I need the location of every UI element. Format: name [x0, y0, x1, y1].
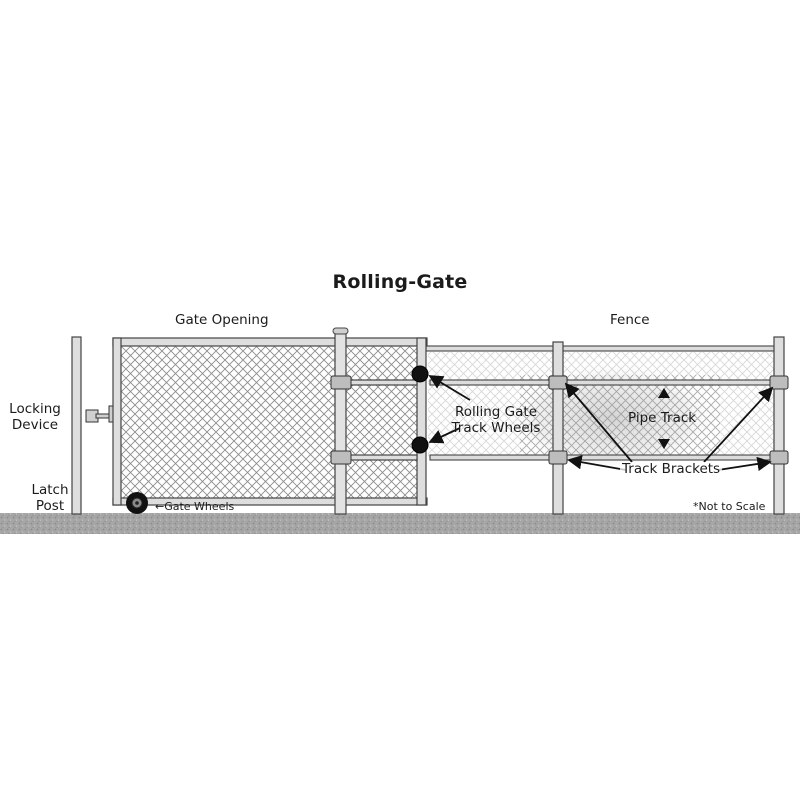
latch-post	[71, 336, 82, 515]
locking-device	[85, 405, 116, 423]
pipe-track-arrow-down	[658, 439, 670, 449]
gate-top-rail	[112, 337, 428, 347]
pipe-track-label: Pipe Track	[628, 410, 697, 426]
track-brackets	[548, 375, 789, 465]
gate-center-post	[334, 329, 347, 515]
latch-post-label: Latch Post	[24, 482, 76, 514]
post-bracket	[330, 450, 352, 465]
gate-mesh-main	[121, 346, 337, 498]
bracket-arrow-post2-lower	[717, 456, 772, 472]
locking-device-label: Locking Device	[8, 401, 62, 433]
fence-label: Fence	[610, 312, 650, 328]
track-wheels-label-line1: Rolling Gate	[454, 404, 538, 420]
track-bracket	[548, 450, 568, 465]
locking-device-bar	[95, 413, 111, 419]
track-wheel-lower	[411, 436, 429, 454]
latch-post-label-line2: Post	[35, 497, 65, 514]
ground	[0, 513, 800, 534]
post-brackets	[330, 375, 352, 465]
track-bracket	[769, 450, 789, 465]
locking-device-label-line2: Device	[11, 416, 59, 433]
locking-device-label-line1: Locking	[9, 401, 61, 417]
rolling-gate-track-wheels	[411, 365, 429, 454]
fence-posts	[552, 336, 785, 515]
pipe-track-upper	[429, 379, 781, 386]
bracket-arrow-post2-upper	[703, 386, 774, 463]
pipe-track-arrow-up	[658, 388, 670, 398]
diagram-title: Rolling-Gate	[332, 271, 468, 293]
track-wheel-arrow-upper	[428, 375, 471, 401]
gate-wheel-axle	[135, 501, 139, 505]
gate-wheels-label: ←Gate Wheels	[155, 500, 235, 513]
track-wheels-label: Rolling Gate Track Wheels	[444, 404, 548, 436]
callout-arrows	[428, 375, 774, 472]
bracket-arrow-post1-upper	[564, 382, 633, 463]
gate-left-stile	[112, 337, 122, 506]
bracket-arrow-post1-lower	[567, 455, 627, 471]
fence-post-1	[552, 341, 564, 515]
pipe-track-lower	[429, 454, 781, 461]
track-wheel-arrow-lower	[428, 427, 461, 444]
gate-mesh-right	[344, 346, 417, 498]
gate-wheel	[126, 492, 148, 514]
not-to-scale-note: *Not to Scale	[693, 500, 766, 513]
gate-opening-label: Gate Opening	[175, 312, 269, 328]
fence-top-rail	[425, 345, 781, 352]
latch-post-label-line1: Latch	[31, 482, 69, 498]
track-bracket	[769, 375, 789, 390]
post-bracket	[330, 375, 352, 390]
gate-center-post-cap	[332, 327, 349, 335]
gate-right-stile	[416, 337, 427, 506]
track-wheel-upper	[411, 365, 429, 383]
track-bracket	[548, 375, 568, 390]
track-wheels-label-line2: Track Wheels	[451, 419, 541, 436]
fence-post-2	[773, 336, 785, 515]
track-brackets-label: Track Brackets	[620, 461, 723, 478]
